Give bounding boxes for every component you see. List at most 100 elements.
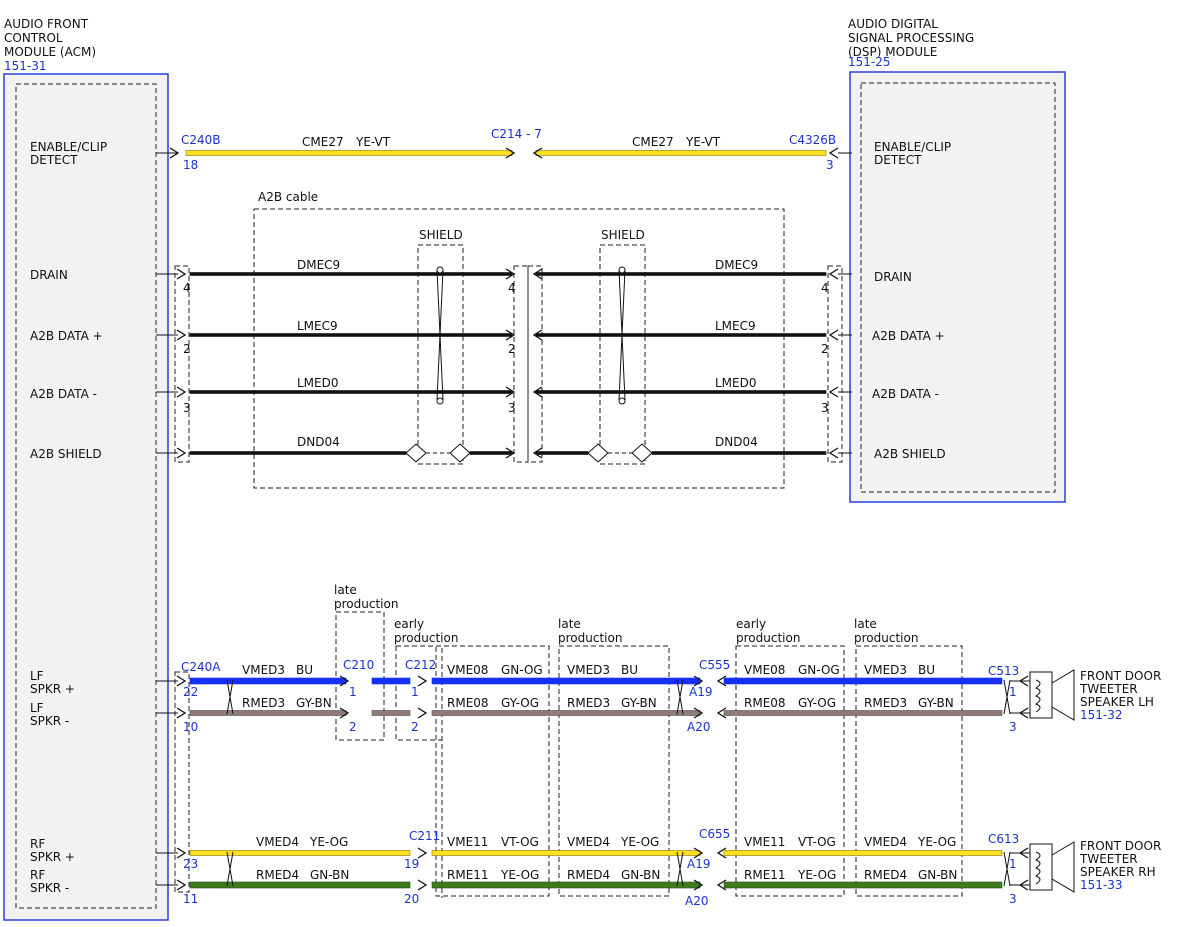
inline-late-variant-2-boundary	[855, 645, 963, 897]
shield-1-label: SHIELD	[419, 228, 463, 242]
term-c240b	[169, 147, 180, 159]
wire-label-vmed4-2-circuit: VMED4	[567, 835, 610, 849]
speaker-rh-name-2: TWEETER	[1079, 852, 1138, 866]
cavity-dsp-data-minus: 3	[821, 401, 829, 415]
term-inline-left-lmec9	[505, 329, 516, 341]
acm-pin-a2b-data-plus: A2B DATA +	[30, 329, 103, 343]
wire-label-rmed3-2-circuit: RMED3	[567, 696, 610, 710]
wire-label-lmec9-right: LMEC9	[715, 319, 756, 333]
wire-lmed0-right	[535, 390, 827, 394]
term-c240a-rf-plus	[176, 847, 187, 859]
connector-c240a: C240A	[181, 660, 221, 674]
wire-label-vme08-1-circuit: VME08	[447, 663, 488, 677]
splice-diamond-4	[631, 443, 653, 463]
acm-ref: 151-31	[4, 59, 47, 73]
term-inline-right-lmed0	[532, 386, 543, 398]
cavity-c613-1: 1	[1009, 857, 1017, 871]
wire-label-lmed0-right: LMED0	[715, 376, 757, 390]
wire-label-dmec9-left: DMEC9	[297, 258, 340, 272]
wire-cme27-left	[185, 150, 513, 156]
wire-label-lmec9-left: LMEC9	[297, 319, 338, 333]
acm-inner-boundary	[15, 83, 157, 909]
wire-label-vme11-1-circuit: VME11	[447, 835, 488, 849]
acm-module-frame	[3, 73, 169, 921]
wire-label-cme27-right-color: YE-VT	[685, 135, 721, 149]
speaker-rh-name-3: SPEAKER RH	[1080, 865, 1156, 879]
shield-drain-1	[436, 266, 444, 405]
cavity-c555-a19: A19	[689, 685, 712, 699]
wire-label-vmed3-3-color: BU	[918, 663, 935, 677]
acm-module-body	[4, 74, 168, 920]
term-c655-right-rf-plus	[716, 847, 727, 859]
cavity-c210-1: 1	[349, 685, 357, 699]
connector-c212: C212	[405, 658, 436, 672]
cavity-c240a-22: 22	[183, 685, 198, 699]
shield-splice-marks	[405, 443, 653, 463]
wire-dnd04-right-1	[535, 451, 589, 455]
dsp-name-line-1: AUDIO DIGITAL	[848, 17, 938, 31]
connector-c210: C210	[343, 658, 374, 672]
speaker-lh-name-3: SPEAKER LH	[1080, 695, 1154, 709]
acm-pin-rf-minus-1: RF	[30, 868, 45, 882]
acm-pin-rf-plus-1: RF	[30, 837, 45, 851]
term-inline-left-dmec9	[505, 268, 516, 280]
wire-lf-minus-seg3	[431, 710, 701, 716]
wire-label-rme08-2-color: GY-OG	[798, 696, 836, 710]
cavity-dsp-drain: 4	[821, 281, 829, 295]
twisted-pair-marks	[226, 679, 1011, 887]
wire-label-vme08-2-circuit: VME08	[744, 663, 785, 677]
speaker-rh-cone-icon	[1051, 841, 1075, 893]
acm-name-line-3: MODULE (ACM)	[4, 45, 96, 59]
term-c555-left-lf-minus	[693, 707, 704, 719]
wire-label-vmed3-2-circuit: VMED3	[567, 663, 610, 677]
acm-name-line-2: CONTROL	[4, 31, 63, 45]
early-2-label-1: early	[736, 617, 766, 631]
cavity-acm-drain: 4	[183, 281, 191, 295]
cavity-c212-2: 2	[411, 720, 419, 734]
cavity-dsp-data-plus: 2	[821, 342, 829, 356]
inline-early-variant-1-boundary	[435, 645, 550, 897]
acm-pin-drain: DRAIN	[30, 268, 68, 282]
acm-a2b-connector-boundary	[174, 265, 190, 463]
wire-lf-plus-seg3	[431, 677, 701, 685]
cavity-c4326b-3: 3	[826, 158, 834, 172]
connector-c613: C613	[988, 832, 1019, 846]
wire-label-rmed3-3-color: GY-BN	[918, 696, 954, 710]
term-inline-left-lmed0	[505, 386, 516, 398]
wire-cme27-right	[535, 150, 827, 156]
speaker-lh-cone-icon	[1051, 669, 1075, 721]
a2b-cable-boundary	[253, 208, 785, 489]
term-c210-lf-minus	[339, 707, 350, 719]
wire-label-vme08-2-color: GN-OG	[798, 663, 840, 677]
acm-pin-a2b-shield: A2B SHIELD	[30, 447, 102, 461]
cavity-c513-1: 1	[1009, 685, 1017, 699]
inline-a2b-connector-right-boundary	[527, 265, 543, 463]
splice-diamond-2	[449, 443, 471, 463]
wire-lmed0-left	[189, 390, 513, 394]
wire-label-rmed4-3-circuit: RMED4	[864, 868, 907, 882]
wire-label-vmed4-3-circuit: VMED4	[864, 835, 907, 849]
a2b-cable-label: A2B cable	[258, 190, 318, 204]
acm-pin-lf-plus-1: LF	[30, 669, 44, 683]
term-inline-right-lmec9	[532, 329, 543, 341]
dsp-ref: 151-25	[848, 55, 891, 69]
c212-early-label-1: early	[394, 617, 424, 631]
wire-label-lmed0-left: LMED0	[297, 376, 339, 390]
dsp-name-line-3: (DSP) MODULE	[848, 45, 937, 59]
term-c211-rf-plus	[417, 847, 428, 859]
connector-c555: C555	[699, 658, 730, 672]
cavity-acm-data-plus: 2	[183, 342, 191, 356]
speaker-rh-magnet-icon	[1029, 843, 1053, 891]
wire-rf-plus-seg1	[189, 850, 411, 856]
c240a-connector-boundary	[174, 671, 190, 893]
wire-label-vmed4-1-color: YE-OG	[309, 835, 348, 849]
wire-rf-minus-seg2	[431, 881, 701, 889]
wire-label-rme08-1-color: GY-OG	[501, 696, 539, 710]
inline-late-variant-1-boundary	[558, 645, 670, 897]
wire-lf-minus-seg1	[189, 710, 347, 716]
term-c655-left-rf-plus	[693, 847, 704, 859]
connector-c214: C214 - 7	[491, 127, 542, 141]
wire-label-rme11-1-circuit: RME11	[447, 868, 489, 882]
wire-label-rme11-2-color: YE-OG	[797, 868, 836, 882]
term-c655-left-rf-minus	[693, 879, 704, 891]
